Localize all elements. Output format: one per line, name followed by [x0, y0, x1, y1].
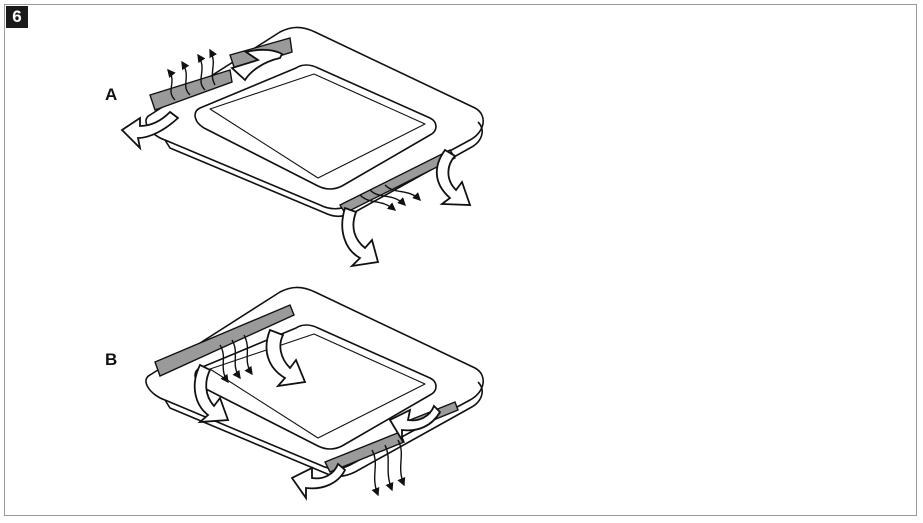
panel-a-vent: [146, 27, 483, 216]
panel-a-large-arrows: [122, 50, 470, 266]
vent-window: [195, 65, 436, 189]
panel-a-flaps: [150, 38, 455, 213]
vent-outer-frame-lip: [165, 122, 482, 216]
arrow-out-bottom: [292, 464, 345, 498]
arrow-in-left: [195, 365, 228, 422]
vent-outer-frame: [146, 27, 483, 208]
flap-left-top: [150, 70, 232, 110]
vent-outer-frame-lip: [165, 382, 482, 476]
arrow-out-bottom: [342, 208, 378, 266]
arrow-out-right: [437, 150, 470, 205]
